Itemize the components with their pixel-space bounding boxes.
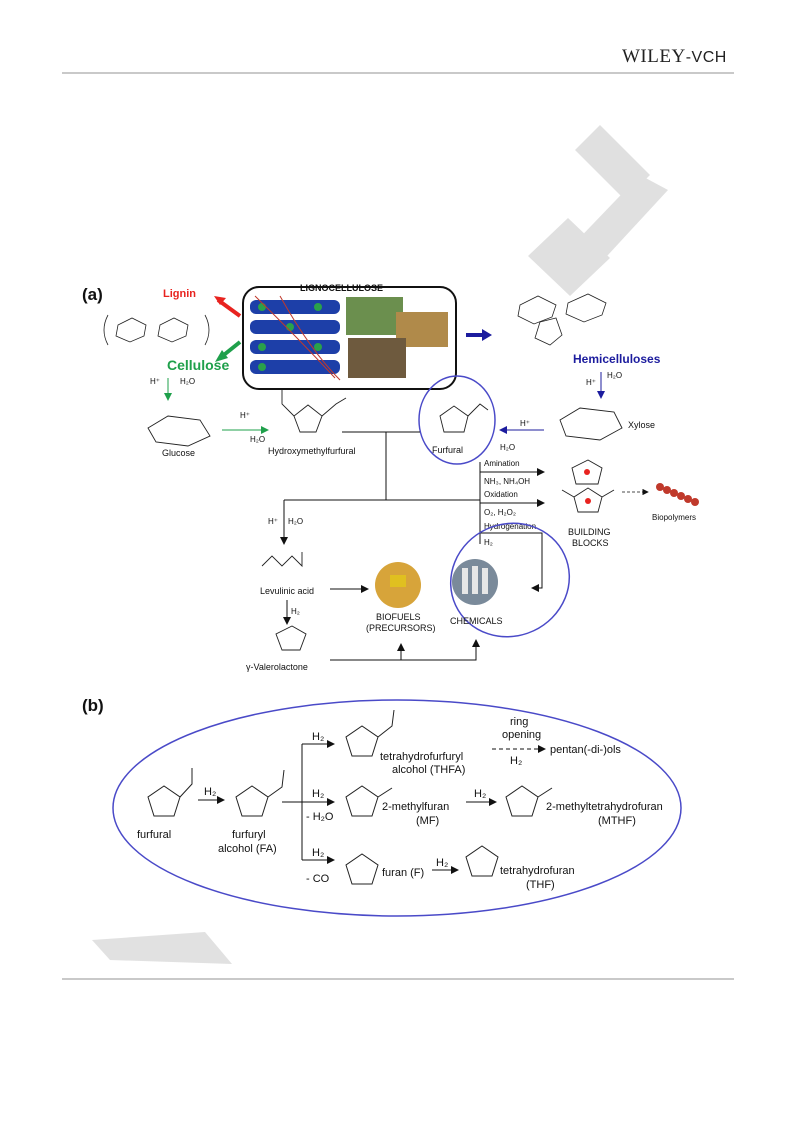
xylose-structure	[559, 407, 623, 441]
diamine-structure	[571, 459, 603, 485]
b-furan-minus-co: - CO	[306, 873, 330, 885]
b-thfa-label-1: tetrahydrofurfuryl	[380, 751, 463, 763]
hplus-xylose: H⁺	[586, 378, 596, 387]
b-mthf-h2: H₂	[474, 788, 486, 800]
biofuels-label-2: (PRECURSORS)	[366, 623, 436, 633]
furfural-label: Furfural	[432, 445, 463, 455]
b-mthf-label-2: (MTHF)	[598, 815, 636, 827]
soil-photo	[348, 338, 406, 378]
b-furfural-label: furfural	[137, 829, 171, 841]
hmf-label: Hydroxymethylfurfural	[268, 446, 356, 456]
h2o-glucose: H₂O	[180, 377, 195, 386]
building-blocks-label-1: BUILDING	[568, 527, 611, 537]
hplus-glucose: H⁺	[150, 377, 160, 386]
b-ring-h2: H₂	[510, 755, 522, 767]
b-fa-structure	[235, 769, 285, 817]
hplus-furfural: H⁺	[520, 419, 530, 428]
footer-rule	[62, 978, 734, 980]
b-mf-h2: H₂	[312, 788, 324, 800]
levulinic-label: Levulinic acid	[260, 586, 314, 596]
forest-photo	[346, 297, 403, 335]
b-thfa-h2: H₂	[312, 731, 324, 743]
gvl-structure	[275, 625, 307, 651]
b-furfural-structure	[147, 768, 193, 817]
b-ring-label-2: opening	[502, 729, 541, 741]
b-thf-structure	[465, 845, 499, 877]
b-mf-label-1: 2-methylfuran	[382, 801, 449, 813]
main-connectors	[283, 431, 480, 540]
b-mf-label-2: (MF)	[416, 815, 439, 827]
b-furan-label: furan (F)	[382, 867, 424, 879]
chemicals-label: CHEMICALS	[450, 616, 503, 626]
b-mthf-label-1: 2-methyltetrahydrofuran	[546, 801, 663, 813]
b-mthf-structure	[505, 785, 553, 817]
gvl-h2: H₂	[291, 607, 300, 616]
fdca-structure	[561, 487, 615, 513]
hemicellulose-structure	[517, 293, 607, 346]
b-fa-h2: H₂	[204, 786, 216, 798]
lignocellulose-title: LIGNOCELLULOSE	[300, 283, 383, 293]
header-rule	[62, 72, 734, 74]
cellulose-label: Cellulose	[167, 357, 229, 373]
furfural-ellipse	[418, 375, 496, 465]
glucose-label: Glucose	[162, 448, 195, 458]
h2o-levulinic: H₂O	[288, 517, 303, 526]
hplus-levulinic: H⁺	[268, 517, 278, 526]
hydrogenation-arrow	[480, 532, 543, 592]
b-furan-structure	[345, 853, 379, 885]
furfural-structure	[439, 403, 489, 433]
hmf-structure	[281, 390, 347, 433]
h2o-furfural: H₂O	[500, 443, 515, 452]
lignin-label: Lignin	[163, 288, 196, 300]
publisher-logo: WILEY-VCH	[622, 46, 727, 67]
b-branch-lines	[282, 744, 303, 860]
h2o-xylose: H₂O	[607, 371, 622, 380]
building-blocks-label-2: BLOCKS	[572, 538, 609, 548]
b-thf-label-1: tetrahydrofuran	[500, 865, 575, 877]
b-mf-structure	[345, 785, 393, 817]
biopolymers-label: Biopolymers	[652, 513, 696, 522]
b-thfa-label-2: alcohol (THFA)	[392, 764, 465, 776]
b-furan-h2: H₂	[312, 847, 324, 859]
b-fa-label-1: furfuryl	[232, 829, 266, 841]
h2o-hmf: H₂O	[250, 435, 265, 444]
b-thfa-structure	[345, 709, 395, 757]
oxidation-label: Oxidation	[484, 490, 518, 499]
b-fa-label-2: alcohol (FA)	[218, 843, 277, 855]
amination-reagents: NH₃, NH₄OH	[484, 477, 530, 486]
b-mf-minus-h2o: - H₂O	[306, 811, 334, 823]
gvl-label: γ-Valerolactone	[246, 662, 308, 672]
panel-a-label: (a)	[82, 285, 103, 304]
b-pentanols-label: pentan(-di-)ols	[550, 744, 621, 756]
cellulose-fiber-bundle	[250, 295, 341, 381]
panel-b-ellipse	[112, 699, 682, 917]
glucose-structure	[147, 415, 211, 447]
chemicals-ellipse	[449, 522, 571, 638]
hydrogenation-h2: H₂	[484, 538, 493, 547]
biofuels-label-1: BIOFUELS	[376, 612, 421, 622]
b-thf-h2: H₂	[436, 857, 448, 869]
oxidation-reagents: O₂, H₂O₂	[484, 508, 516, 517]
hplus-hmf: H⁺	[240, 411, 250, 420]
xylose-label: Xylose	[628, 420, 655, 430]
draft-watermark	[92, 125, 668, 964]
b-ring-label-1: ring	[510, 716, 528, 728]
biopolymer-chain	[656, 483, 699, 506]
hydrogenation-label: Hydrogenation	[484, 522, 536, 531]
hemicelluloses-label: Hemicelluloses	[573, 352, 661, 366]
b-thf-label-2: (THF)	[526, 879, 555, 891]
levulinic-structure	[261, 552, 303, 568]
amination-label: Amination	[484, 459, 520, 468]
cellulose-structure	[103, 314, 210, 346]
panel-b-label: (b)	[82, 696, 104, 715]
gvl-to-chemicals-arrow	[330, 639, 480, 661]
